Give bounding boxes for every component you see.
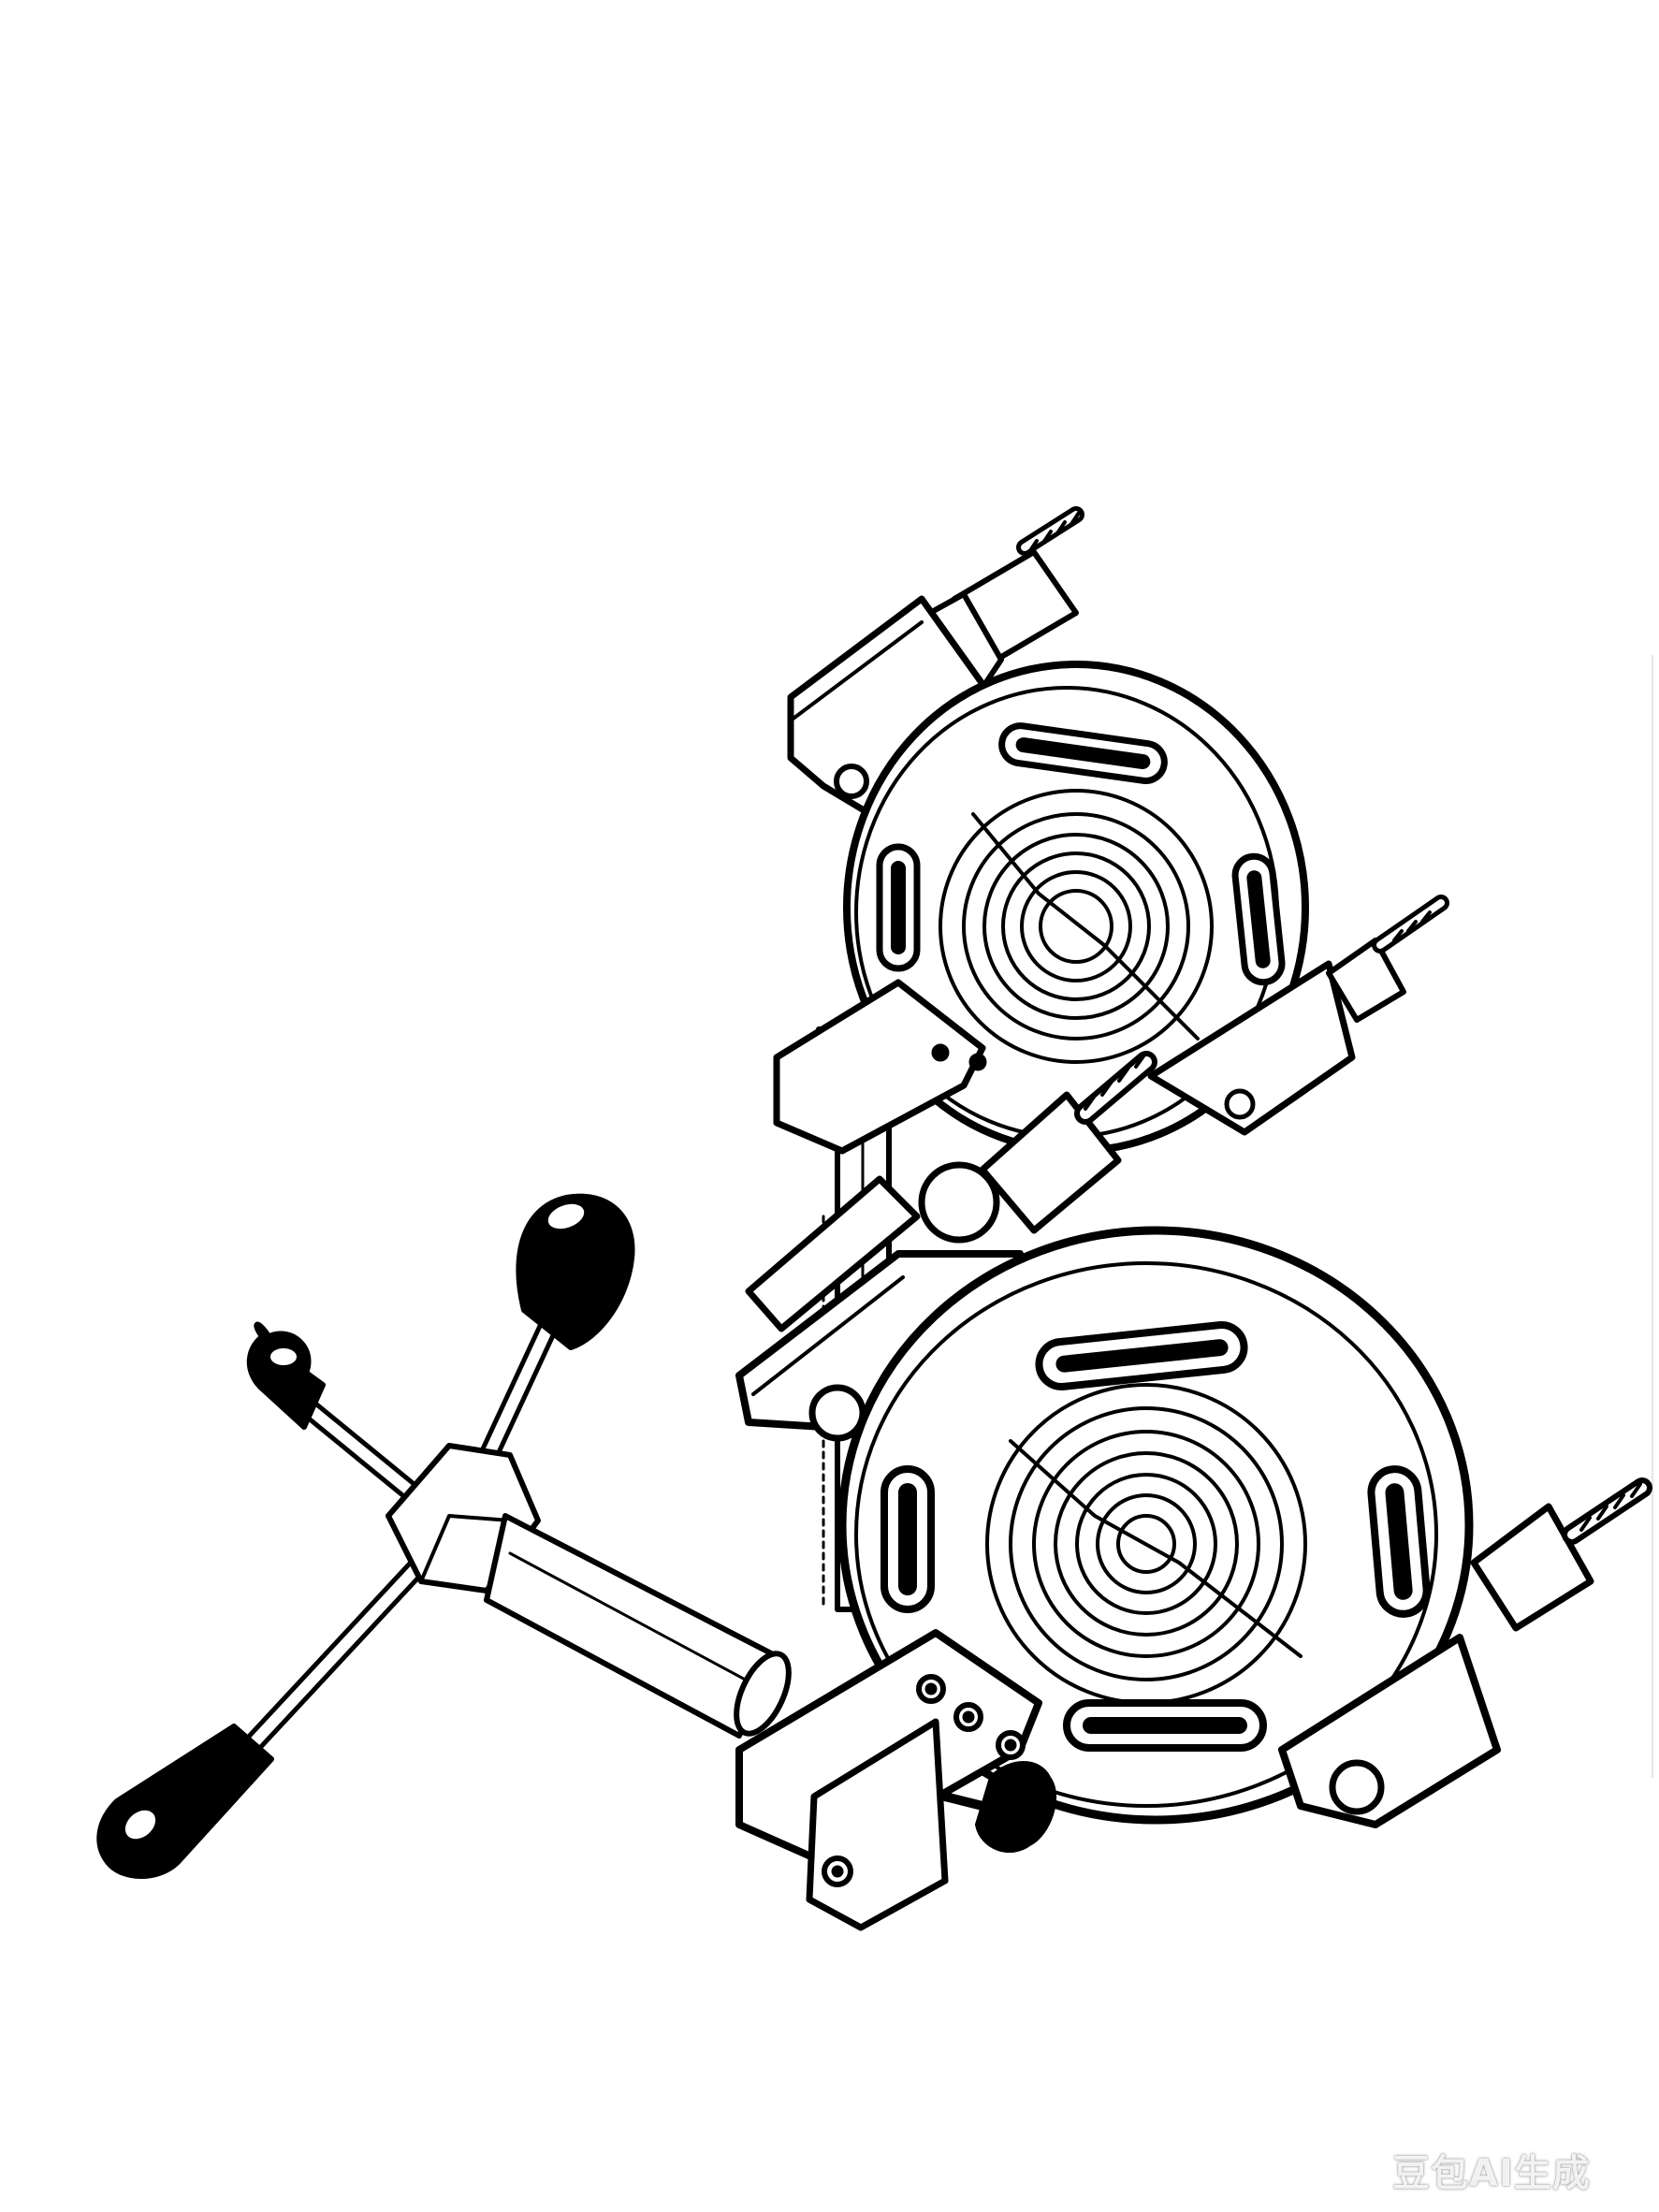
handle-assembly	[96, 1193, 792, 1879]
right-edge-line	[1652, 655, 1653, 1778]
hydraulic-cylinder	[484, 1513, 792, 1739]
lower-clamp	[735, 1051, 1652, 1931]
lower-handle	[96, 1548, 436, 1879]
watermark-text: 豆包AI生成	[1392, 2152, 1591, 2195]
upper-handle	[476, 1193, 635, 1470]
upper-top-stud	[919, 506, 1084, 691]
upper-clamp	[773, 506, 1449, 1155]
left-handle	[246, 1321, 422, 1503]
upper-rings	[939, 789, 1214, 1064]
lower-top-stud	[918, 1051, 1157, 1244]
lower-rings	[985, 1383, 1307, 1705]
lock-knob	[940, 1761, 1057, 1854]
